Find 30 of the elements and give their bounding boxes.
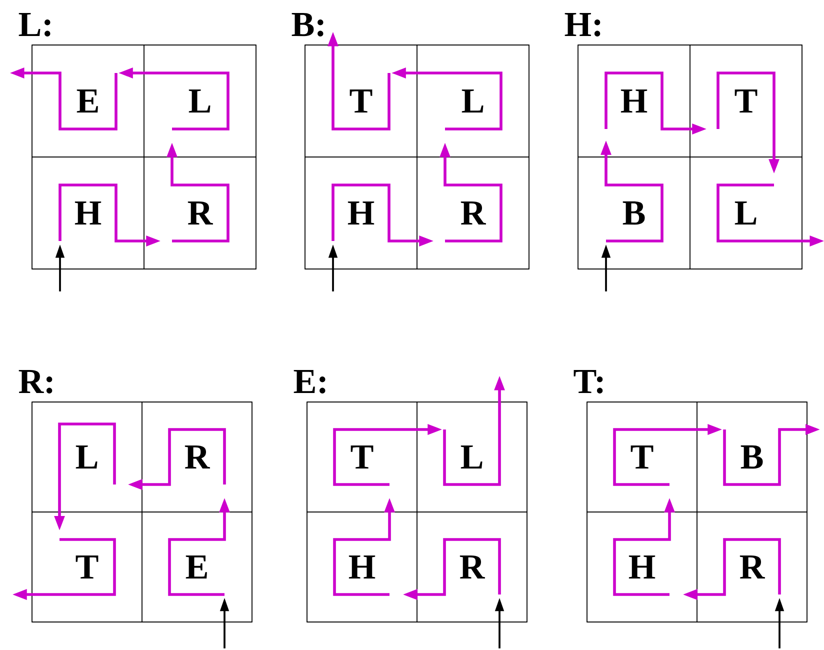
panel-heading: T: <box>574 370 603 394</box>
panel-heading: B: <box>292 12 324 36</box>
grid-cell: T <box>690 44 802 158</box>
grid-cell: H <box>32 156 144 270</box>
grid-cell: H <box>578 44 690 158</box>
grid-cell: E <box>32 44 144 158</box>
grid-cell: T <box>306 402 418 512</box>
grid-cell: R <box>416 512 528 622</box>
grid-cell: L <box>416 402 528 512</box>
grid-cell: T <box>586 402 698 512</box>
grid-cell: H <box>586 512 698 622</box>
grid-cell: R <box>416 156 530 270</box>
grid-cell: T <box>32 512 142 622</box>
grid-cell: L <box>690 156 802 270</box>
grid-cell: L <box>416 44 530 158</box>
grid-cell: H <box>304 156 418 270</box>
grid-cell: R <box>142 402 252 512</box>
grid-cell: R <box>144 156 256 270</box>
grid-cell: R <box>696 512 808 622</box>
grid-cell: L <box>144 44 256 158</box>
panel-heading: H: <box>564 12 600 36</box>
grid-cell: B <box>578 156 690 270</box>
panel-heading: R: <box>18 370 52 394</box>
grid-cell: B <box>696 402 808 512</box>
grid-cell: E <box>142 512 252 622</box>
grid-cell: T <box>304 44 418 158</box>
grid-cell: L <box>32 402 142 512</box>
panel-heading: L: <box>18 12 50 36</box>
grid-cell: H <box>306 512 418 622</box>
panel-heading: E: <box>294 370 326 394</box>
